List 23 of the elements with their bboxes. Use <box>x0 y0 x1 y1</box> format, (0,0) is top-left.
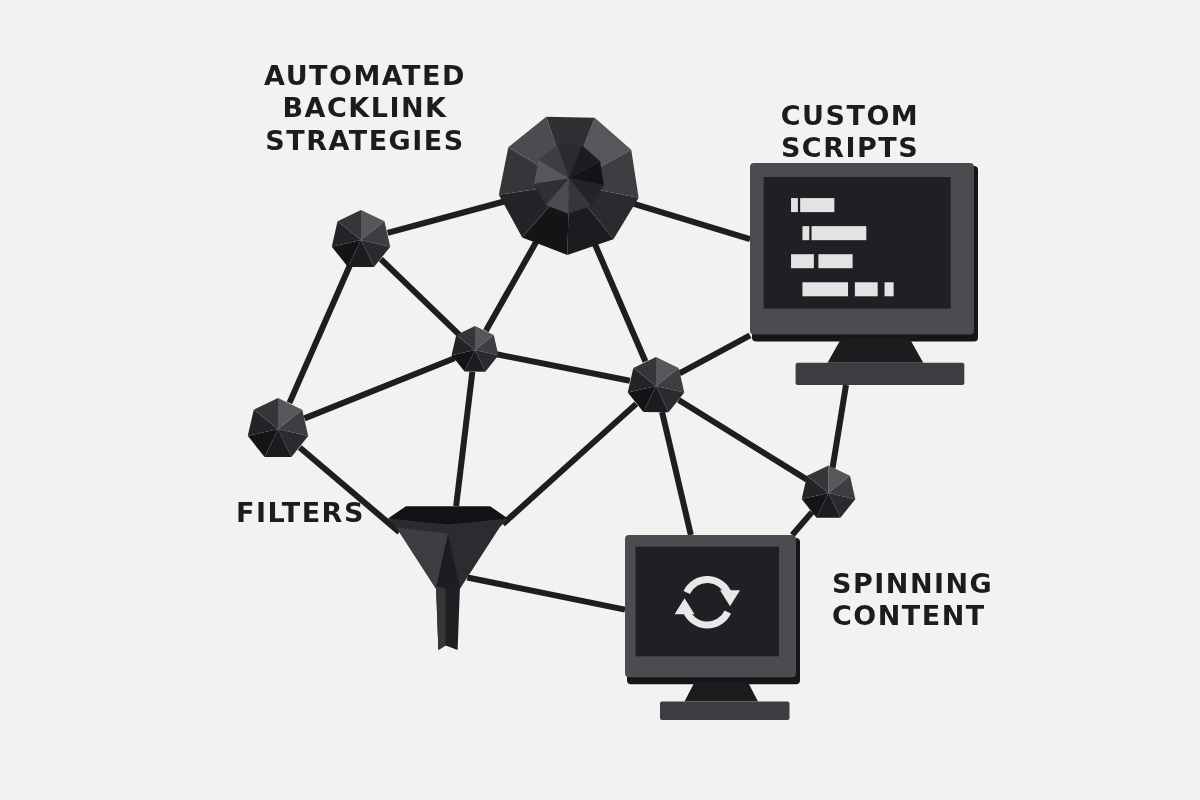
polyhedron-drawing <box>331 210 391 270</box>
connector-line <box>496 351 631 384</box>
caption-label: FILTERS <box>236 497 366 530</box>
connector-line <box>659 411 694 536</box>
connector-line <box>678 332 752 376</box>
connector-line <box>286 264 353 405</box>
connector-line <box>677 397 809 483</box>
polyhedron-drawing <box>247 398 309 460</box>
connector-line <box>592 242 649 363</box>
connector-line <box>790 510 815 537</box>
caption-label: AUTOMATED BACKLINK STRATEGIES <box>263 60 467 158</box>
connector-line <box>303 355 456 422</box>
polyhedron-drawing <box>451 326 499 374</box>
caption-label: SPINNING CONTENT <box>832 568 995 633</box>
connector-line <box>483 239 540 333</box>
connector-line <box>453 371 476 507</box>
monitor-drawing <box>625 535 800 720</box>
connector-line <box>500 401 639 527</box>
connector-line <box>466 574 626 613</box>
caption-label: CUSTOM SCRIPTS <box>779 100 921 165</box>
monitor-drawing <box>750 163 978 385</box>
connector-line <box>378 257 462 337</box>
connector-line <box>297 445 402 535</box>
